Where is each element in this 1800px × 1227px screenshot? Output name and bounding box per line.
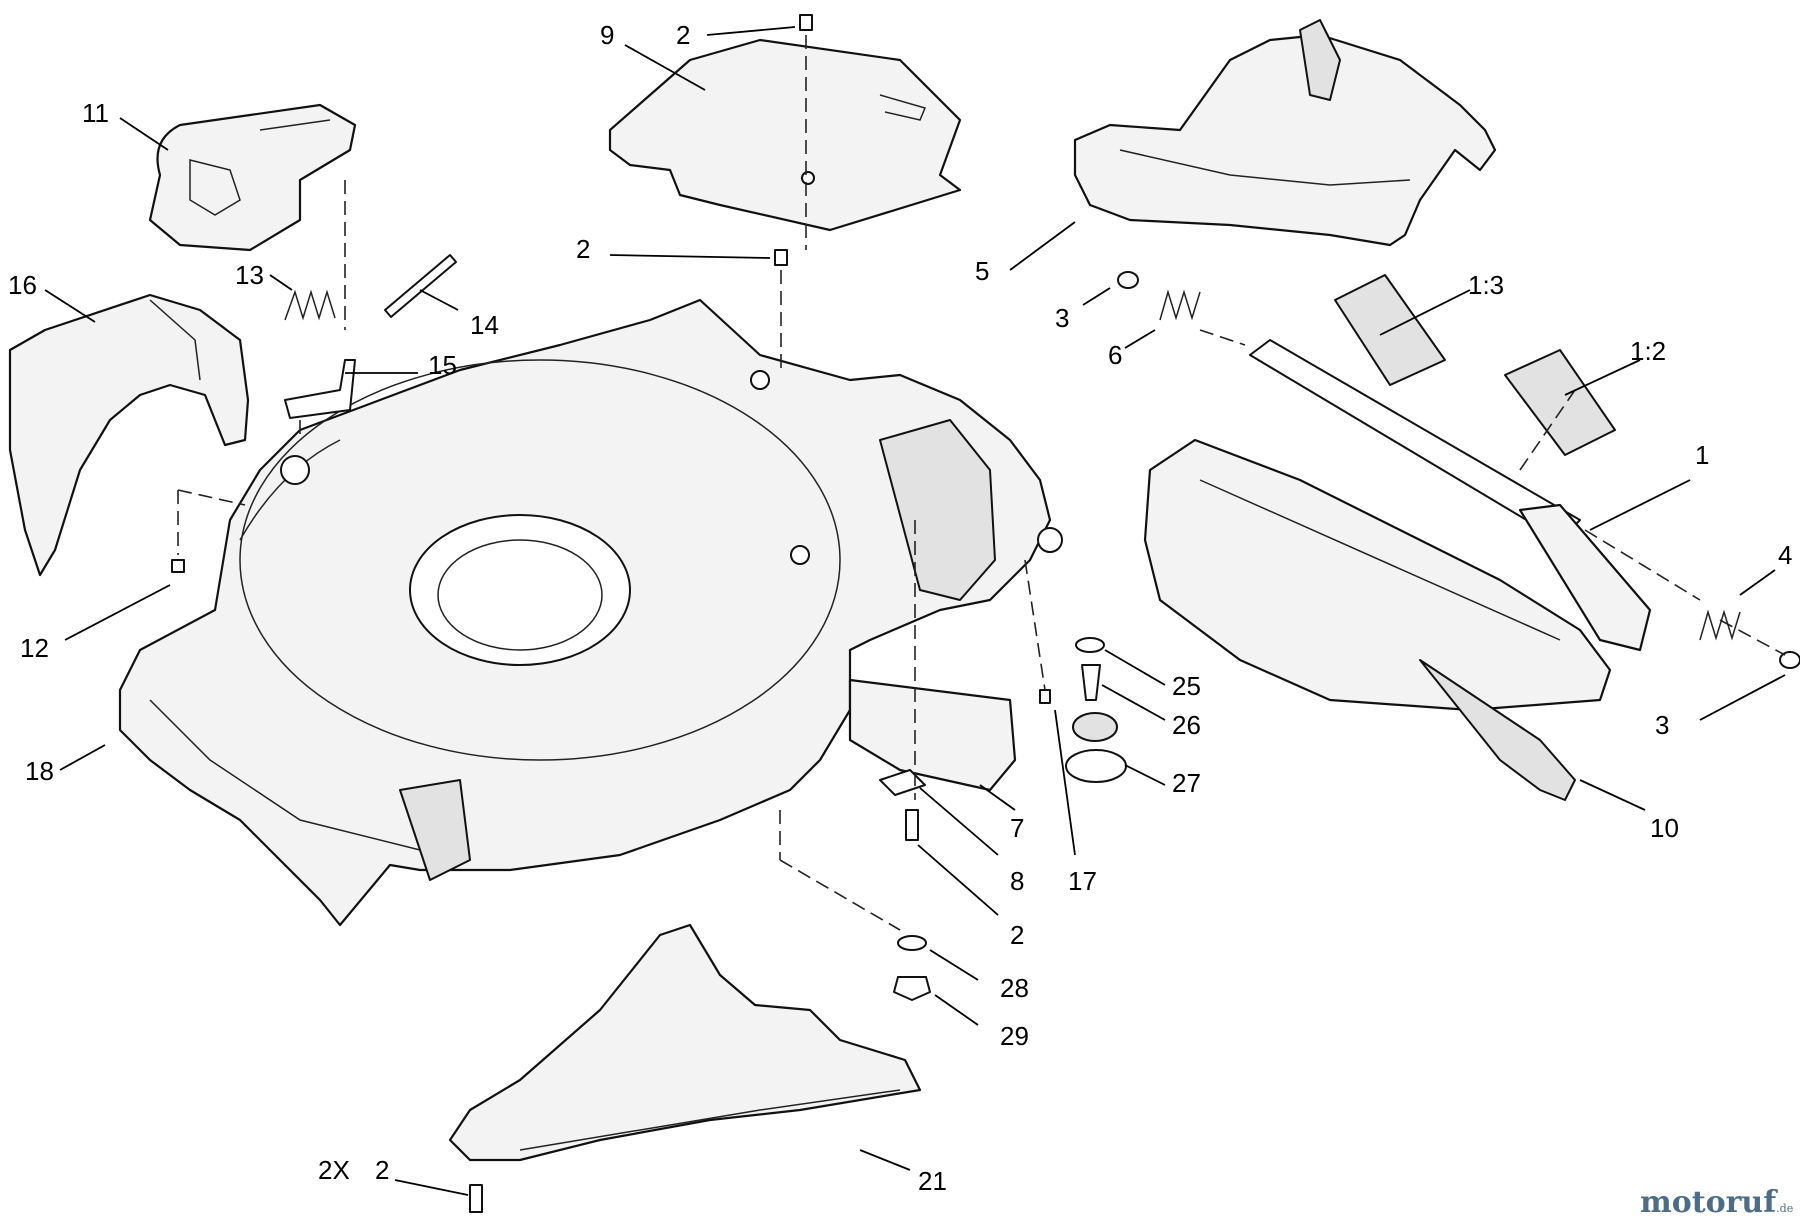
- assembly-lines: [177, 35, 1786, 931]
- callout-21: 21: [918, 1166, 947, 1196]
- callout-9: 9: [600, 20, 615, 50]
- part-3-washers: [1117, 271, 1800, 669]
- callout-2: 2: [1010, 920, 1025, 950]
- part-5-rear-cover: [1073, 19, 1497, 247]
- part-7-flap: [848, 678, 1017, 792]
- callout-1-2: 1:2: [1630, 336, 1667, 366]
- part-1-shaft: [1249, 339, 1652, 652]
- callout-8: 8: [1010, 866, 1025, 896]
- part-decal-1-2: [1504, 349, 1616, 456]
- part-13-spring: [284, 289, 336, 321]
- leader-lines: [44, 26, 1786, 1196]
- callout-29: 29: [1000, 1021, 1029, 1051]
- hardware-bolts: [171, 14, 1051, 1213]
- callout-13: 13: [235, 260, 264, 290]
- part-9-plate: [608, 38, 962, 232]
- callout-11: 11: [82, 98, 109, 128]
- motoruf-watermark: motoruf.de: [1640, 1185, 1793, 1220]
- callout-17: 17: [1068, 866, 1097, 896]
- callout-26: 26: [1172, 710, 1201, 740]
- part-main-deck: [118, 298, 1063, 927]
- callout-2: 2: [576, 234, 591, 264]
- part-15-bracket: [284, 359, 356, 419]
- callout-28: 28: [1000, 973, 1029, 1003]
- part-16-side-guard: [8, 293, 250, 577]
- callout-6: 6: [1108, 340, 1123, 370]
- callout-4: 4: [1778, 540, 1793, 570]
- part-10-bag-frame: [1143, 438, 1612, 801]
- callout-16: 16: [8, 270, 37, 300]
- callout-10: 10: [1650, 813, 1679, 843]
- callout-27: 27: [1172, 768, 1201, 798]
- part-8-bracket: [879, 769, 926, 796]
- part-4-spring: [1699, 609, 1741, 641]
- callout-18: 18: [25, 756, 54, 786]
- callout-1-3: 1:3: [1468, 270, 1505, 300]
- watermark-text: motoruf: [1640, 1185, 1777, 1220]
- callout-3: 3: [1055, 303, 1070, 333]
- callout-25: 25: [1172, 671, 1201, 701]
- part-14-rod: [384, 254, 457, 318]
- part-25-26-27-stack: [1065, 637, 1127, 783]
- part-21-deflector: [448, 923, 922, 1162]
- callout-12: 12: [20, 633, 49, 663]
- callout-3: 3: [1655, 710, 1670, 740]
- callout-2: 2: [375, 1155, 390, 1185]
- callout-1: 1: [1695, 440, 1710, 470]
- callout-15: 15: [428, 350, 457, 380]
- callout-5: 5: [975, 256, 990, 286]
- watermark-suffix: .de: [1776, 1202, 1794, 1215]
- callout-2x: 2X: [318, 1155, 350, 1185]
- callout-7: 7: [1010, 813, 1025, 843]
- part-11-flap: [148, 103, 357, 252]
- part-6-spring: [1159, 289, 1201, 321]
- callout-2: 2: [676, 20, 691, 50]
- callout-14: 14: [470, 310, 499, 340]
